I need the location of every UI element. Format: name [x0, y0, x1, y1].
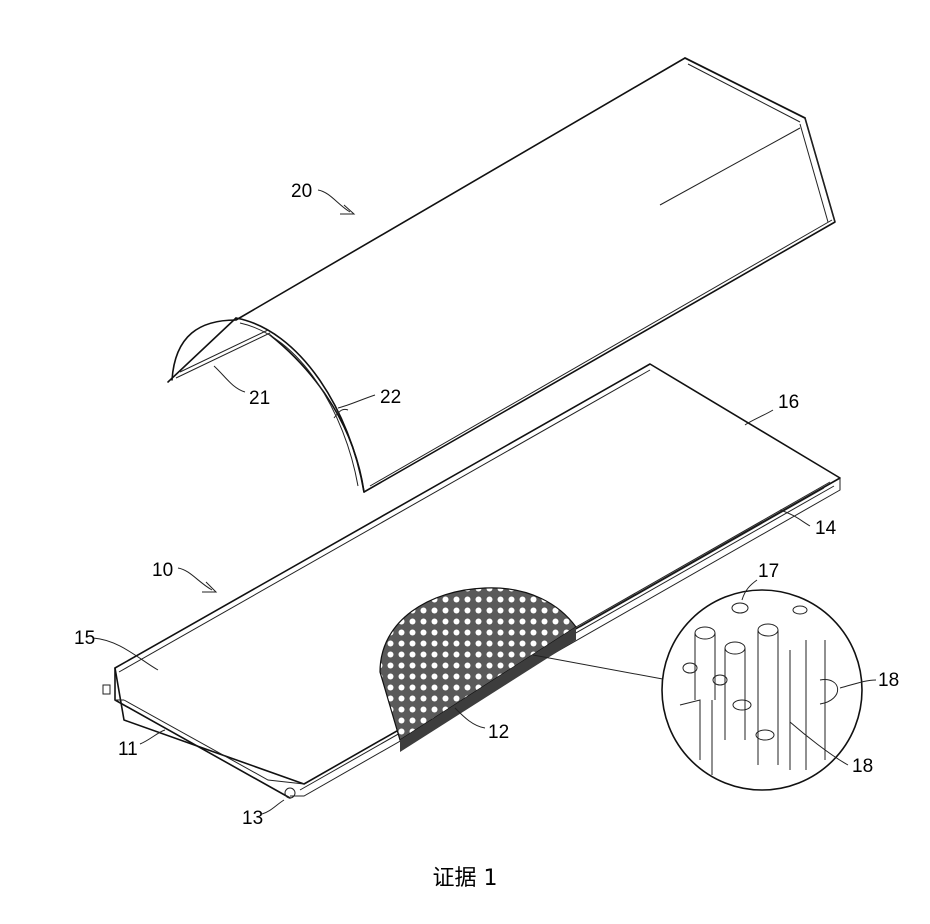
leader-lines	[92, 189, 877, 815]
reference-numerals: 20 10 15 11 13 12 14 16 21 22 17 18 18	[74, 181, 899, 829]
valve-13	[284, 787, 296, 799]
label-17: 17	[758, 561, 779, 582]
cutaway-core	[379, 587, 669, 752]
detail-magnified-view	[661, 589, 863, 791]
label-18-lower: 18	[852, 756, 873, 777]
label-18-upper: 18	[878, 670, 899, 691]
label-11: 11	[118, 739, 138, 760]
side-valve	[102, 684, 111, 695]
label-12: 12	[488, 722, 509, 743]
figure-caption: 证据 1	[432, 866, 498, 891]
label-13: 13	[242, 808, 263, 829]
cover-shell	[167, 57, 836, 493]
label-22: 22	[380, 387, 401, 408]
label-10: 10	[152, 560, 173, 581]
label-15: 15	[74, 628, 95, 649]
label-20: 20	[291, 181, 312, 202]
label-14: 14	[815, 518, 837, 539]
label-16: 16	[778, 392, 799, 413]
label-21: 21	[249, 388, 270, 409]
